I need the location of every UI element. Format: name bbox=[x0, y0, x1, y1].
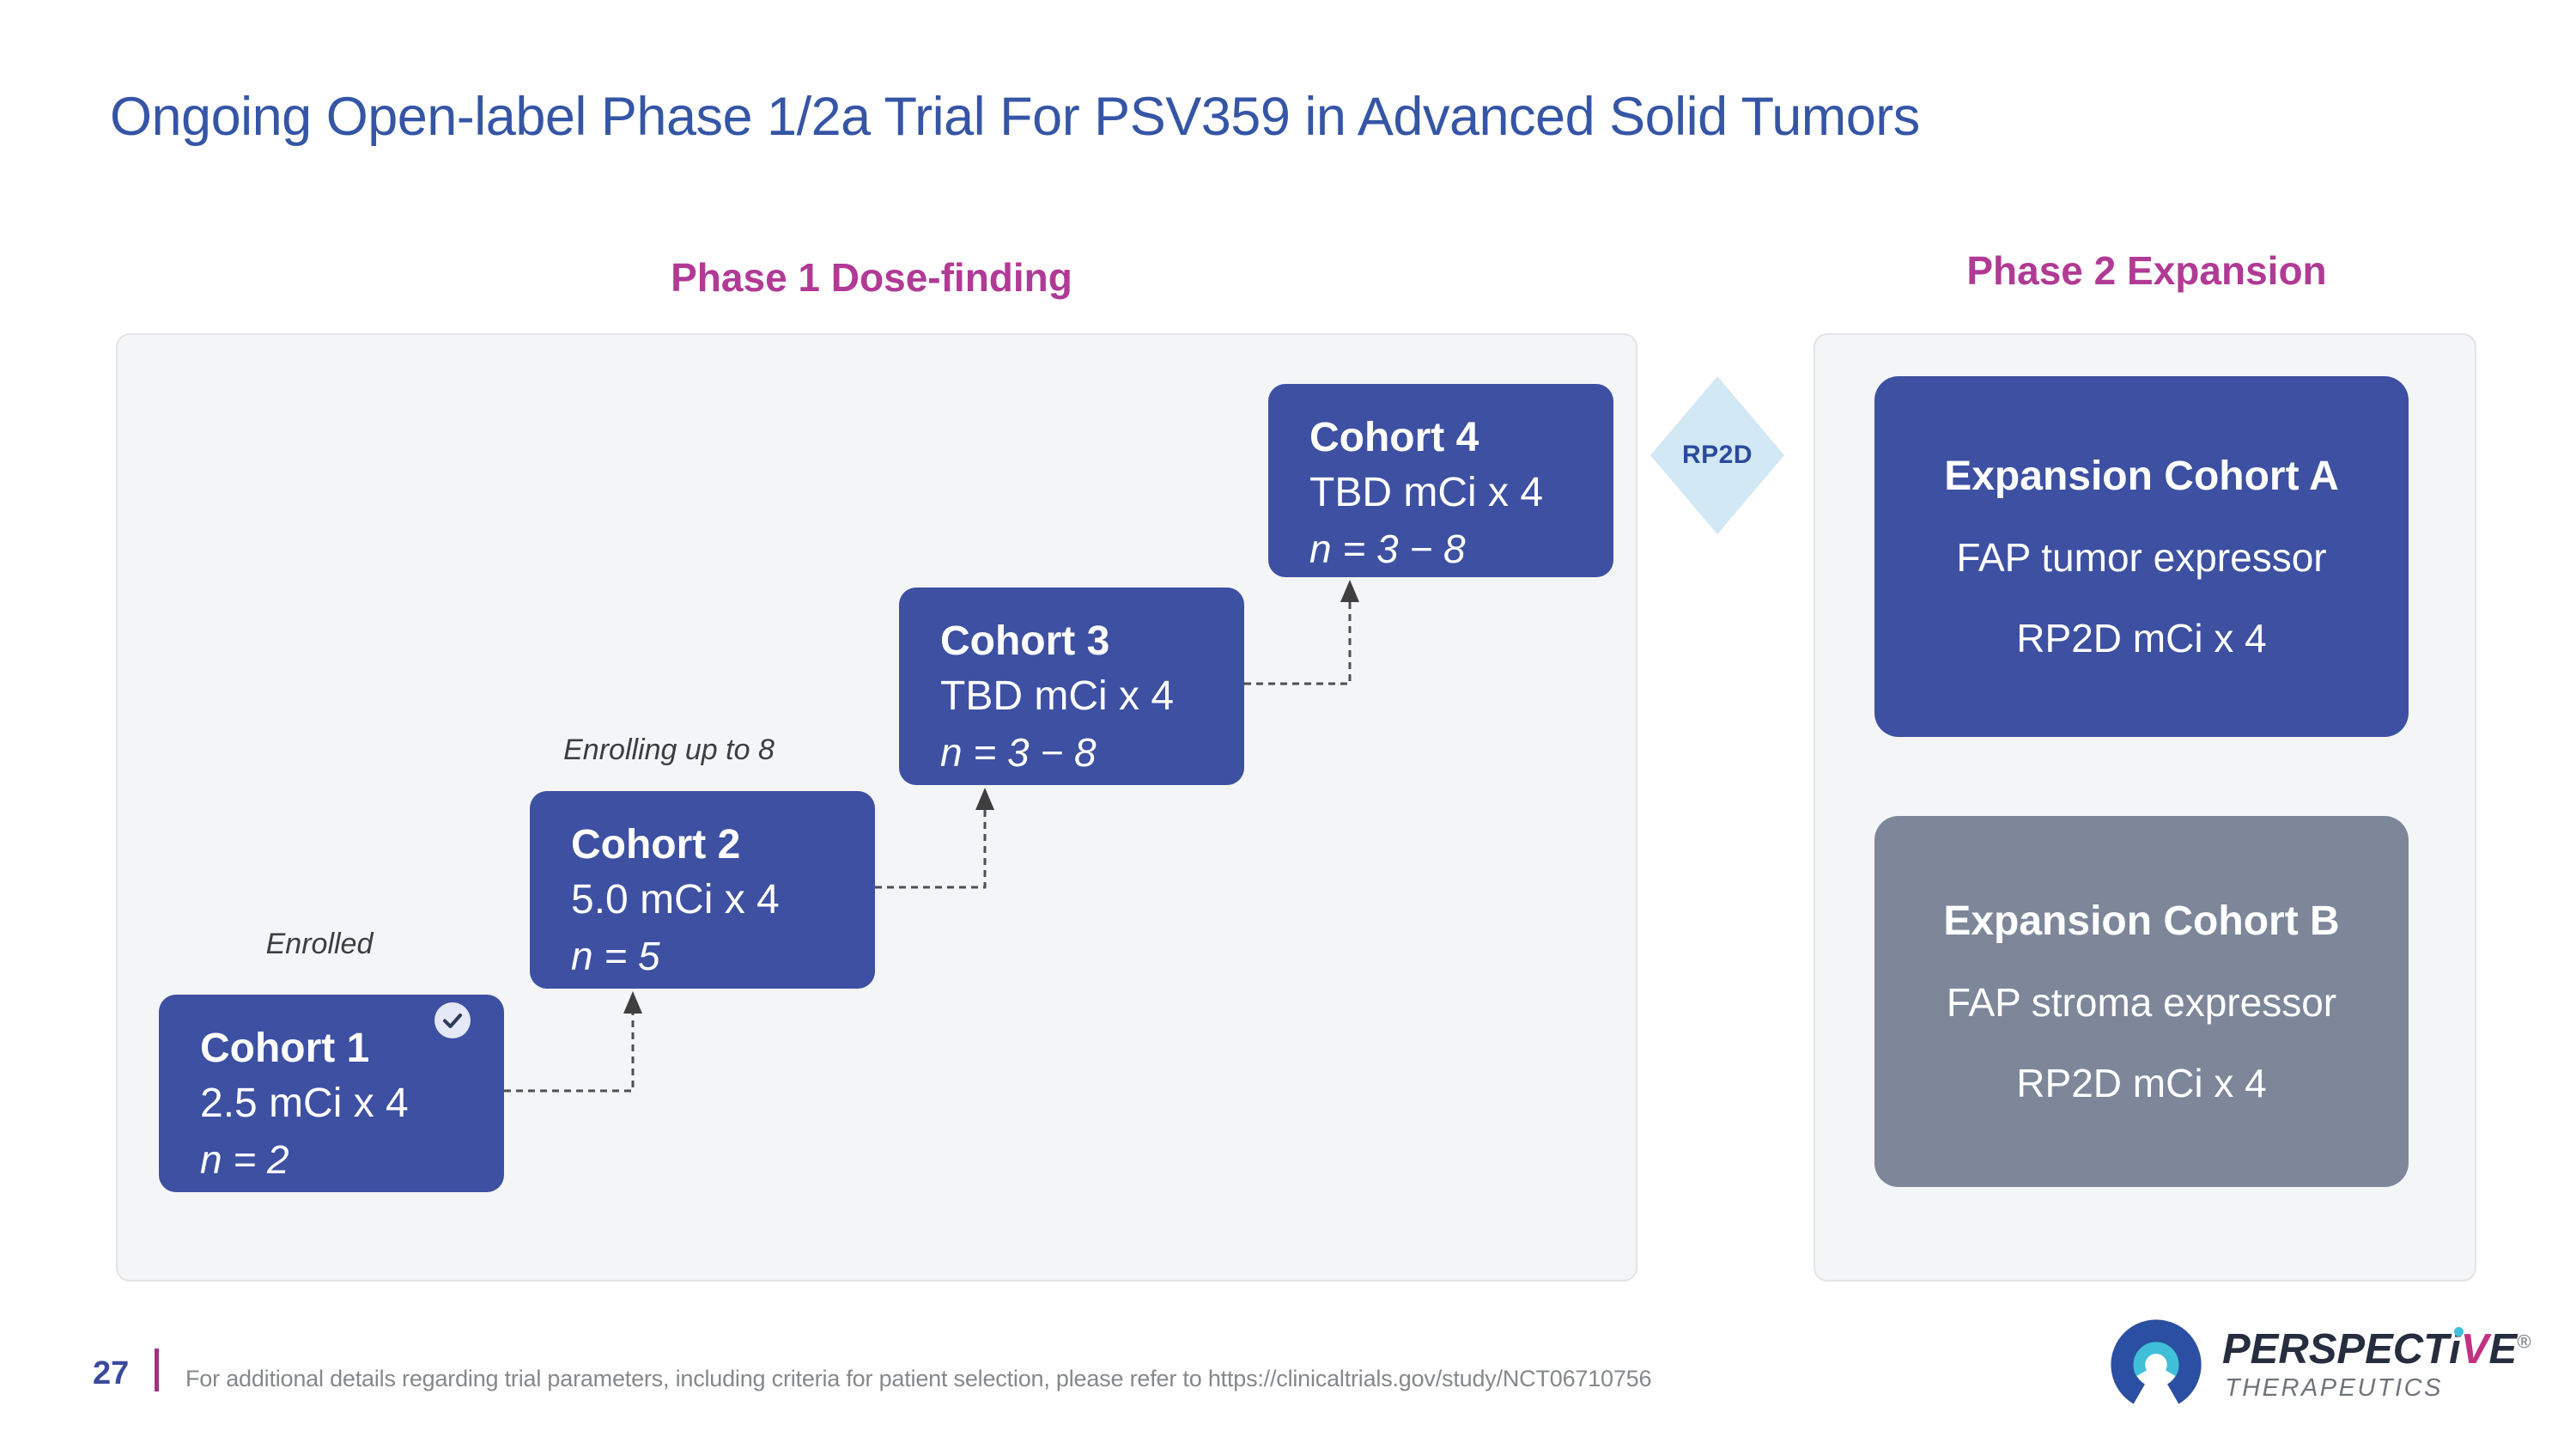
logo-text-e: E bbox=[2488, 1326, 2518, 1373]
cohort-3-n: n = 3 − 8 bbox=[940, 730, 1097, 775]
expansion-a-name: Expansion Cohort A bbox=[1944, 453, 2339, 499]
page-number: 27 bbox=[93, 1355, 130, 1391]
cohort-3-box: Cohort 3 TBD mCi x 4 n = 3 − 8 bbox=[899, 588, 1244, 785]
logo-text-v: V bbox=[2460, 1326, 2489, 1373]
registered-mark-icon: ® bbox=[2517, 1330, 2531, 1353]
expansion-cohort-a-box: Expansion Cohort A FAP tumor expressor R… bbox=[1874, 376, 2409, 737]
cohort-4-dose: TBD mCi x 4 bbox=[1309, 470, 1544, 515]
logo-brand: PERSPECTiVE® bbox=[2222, 1325, 2530, 1373]
rp2d-label: RP2D bbox=[1681, 441, 1753, 469]
phase2-header: Phase 2 Expansion bbox=[1966, 248, 2327, 293]
footer-divider bbox=[155, 1349, 159, 1391]
cohort-1-n: n = 2 bbox=[200, 1137, 289, 1182]
expansion-a-line2: FAP tumor expressor bbox=[1956, 534, 2327, 580]
perspective-logo-icon bbox=[2105, 1312, 2207, 1414]
cohort-3-dose: TBD mCi x 4 bbox=[940, 673, 1175, 719]
cohort1-status-label: Enrolled bbox=[265, 928, 374, 960]
cohort-2-n: n = 5 bbox=[571, 934, 660, 978]
rp2d-diamond: RP2D bbox=[1650, 376, 1784, 534]
check-circle-icon bbox=[434, 1002, 471, 1039]
cohort2-status-label: Enrolling up to 8 bbox=[563, 734, 775, 766]
expansion-b-line2: FAP stroma expressor bbox=[1946, 979, 2337, 1025]
expansion-a-line3: RP2D mCi x 4 bbox=[2016, 615, 2267, 661]
logo-text-1: PERSPECT bbox=[2222, 1326, 2450, 1373]
cohort-1-dose: 2.5 mCi x 4 bbox=[200, 1081, 409, 1126]
cohort-3-name: Cohort 3 bbox=[940, 618, 1110, 664]
cohort-4-name: Cohort 4 bbox=[1309, 415, 1479, 460]
cohort-4-box: Cohort 4 TBD mCi x 4 n = 3 − 8 bbox=[1268, 384, 1613, 577]
cohort-2-box: Cohort 2 5.0 mCi x 4 n = 5 bbox=[530, 791, 875, 989]
expansion-b-line3: RP2D mCi x 4 bbox=[2016, 1060, 2267, 1105]
cohort-2-dose: 5.0 mCi x 4 bbox=[571, 877, 780, 922]
phase1-header: Phase 1 Dose-finding bbox=[671, 255, 1072, 300]
logo-text-i: i bbox=[2449, 1326, 2464, 1373]
page-title: Ongoing Open-label Phase 1/2a Trial For … bbox=[110, 87, 1920, 147]
cohort-2-name: Cohort 2 bbox=[571, 822, 741, 868]
cohort-4-n: n = 3 − 8 bbox=[1309, 527, 1466, 571]
expansion-b-name: Expansion Cohort B bbox=[1943, 898, 2340, 944]
cohort-1-name: Cohort 1 bbox=[200, 1026, 370, 1071]
footnote: For additional details regarding trial p… bbox=[185, 1366, 1652, 1391]
cohort-1-box: Cohort 1 2.5 mCi x 4 n = 2 bbox=[159, 995, 504, 1192]
expansion-cohort-b-box: Expansion Cohort B FAP stroma expressor … bbox=[1874, 816, 2409, 1187]
logo-subtitle: THERAPEUTICS bbox=[2225, 1374, 2443, 1402]
